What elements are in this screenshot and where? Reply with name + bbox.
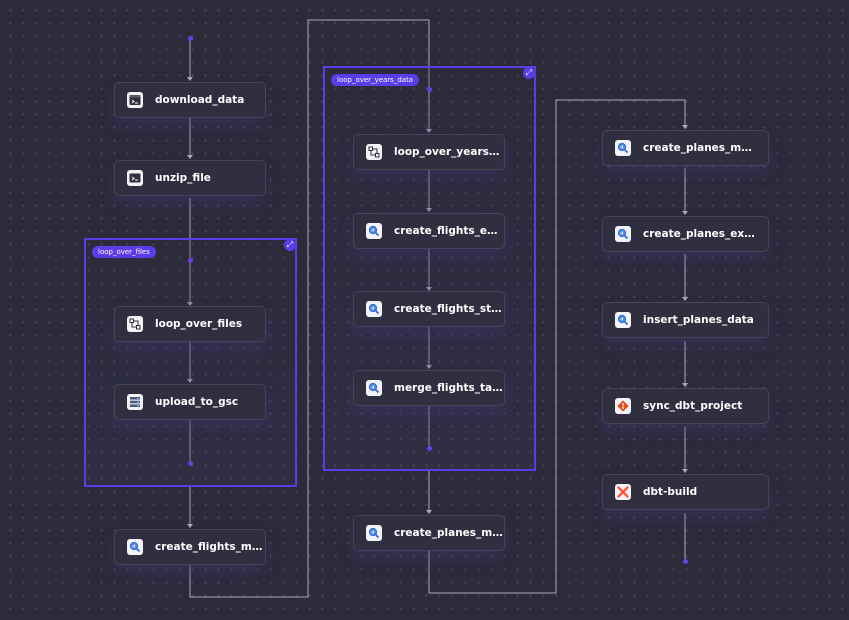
- cluster-label: loop_over_files: [92, 246, 156, 258]
- cluster2-start-dot: [427, 87, 432, 92]
- expand-arrows-icon[interactable]: ⤢: [523, 67, 535, 79]
- task-label: merge_flights_tables: [394, 382, 504, 394]
- task-label: create_planes_exte...: [643, 228, 755, 240]
- task-label: create_flights_exte...: [394, 225, 504, 237]
- task-label: dbt-build: [643, 486, 698, 498]
- storage-icon: [127, 394, 143, 410]
- loop-flow-icon: [127, 316, 143, 332]
- task-label: unzip_file: [155, 172, 211, 184]
- cluster1-end-dot: [188, 461, 193, 466]
- task-dbt-build[interactable]: dbt-build: [602, 474, 769, 510]
- bigquery-icon: [366, 380, 382, 396]
- start-dot: [188, 36, 193, 41]
- task-create-planes-main[interactable]: create_planes_mai...: [353, 515, 505, 551]
- task-label: upload_to_gsc: [155, 396, 239, 408]
- bigquery-icon: [615, 226, 631, 242]
- bigquery-icon: [615, 312, 631, 328]
- git-icon: [615, 398, 631, 414]
- task-create-flights-main[interactable]: create_flights_mai...: [114, 529, 266, 565]
- cluster2-end-dot: [427, 446, 432, 451]
- task-create-planes-main-2[interactable]: create_planes_mai...: [602, 130, 769, 166]
- task-create-planes-external[interactable]: create_planes_exte...: [602, 216, 769, 252]
- task-upload-to-gsc[interactable]: upload_to_gsc: [114, 384, 266, 420]
- bigquery-icon: [127, 539, 143, 555]
- task-sync-dbt-project[interactable]: sync_dbt_project: [602, 388, 769, 424]
- dbt-icon: [615, 484, 631, 500]
- cluster-loop-over-years-data[interactable]: loop_over_years_data ⤢: [323, 66, 536, 471]
- bigquery-icon: [366, 223, 382, 239]
- task-loop-over-files[interactable]: loop_over_files: [114, 306, 266, 342]
- task-insert-planes-data[interactable]: insert_planes_data: [602, 302, 769, 338]
- terminal-icon: [127, 92, 143, 108]
- bigquery-icon: [366, 525, 382, 541]
- task-label: loop_over_files: [155, 318, 243, 330]
- task-unzip-file[interactable]: unzip_file: [114, 160, 266, 196]
- task-label: create_flights_mai...: [155, 541, 265, 553]
- cluster-label: loop_over_years_data: [331, 74, 420, 86]
- end-dot: [683, 559, 688, 564]
- task-merge-flights-tables[interactable]: merge_flights_tables: [353, 370, 505, 406]
- task-label: loop_over_years_da...: [394, 146, 504, 158]
- task-create-flights-staging[interactable]: create_flights_stag...: [353, 291, 505, 327]
- cluster1-start-dot: [188, 258, 193, 263]
- bigquery-icon: [366, 301, 382, 317]
- bigquery-icon: [615, 140, 631, 156]
- task-download-data[interactable]: download_data: [114, 82, 266, 118]
- task-label: create_flights_stag...: [394, 303, 504, 315]
- edge-to-col3: [428, 99, 686, 594]
- task-label: create_planes_mai...: [643, 142, 755, 154]
- expand-arrows-icon[interactable]: ⤢: [284, 239, 296, 251]
- task-create-flights-external[interactable]: create_flights_exte...: [353, 213, 505, 249]
- terminal-icon: [127, 170, 143, 186]
- loop-flow-icon: [366, 144, 382, 160]
- task-label: download_data: [155, 94, 245, 106]
- task-label: sync_dbt_project: [643, 400, 743, 412]
- task-label: insert_planes_data: [643, 314, 754, 326]
- task-loop-over-years-data[interactable]: loop_over_years_da...: [353, 134, 505, 170]
- task-label: create_planes_mai...: [394, 527, 504, 539]
- cluster-loop-over-files[interactable]: loop_over_files ⤢: [84, 238, 297, 487]
